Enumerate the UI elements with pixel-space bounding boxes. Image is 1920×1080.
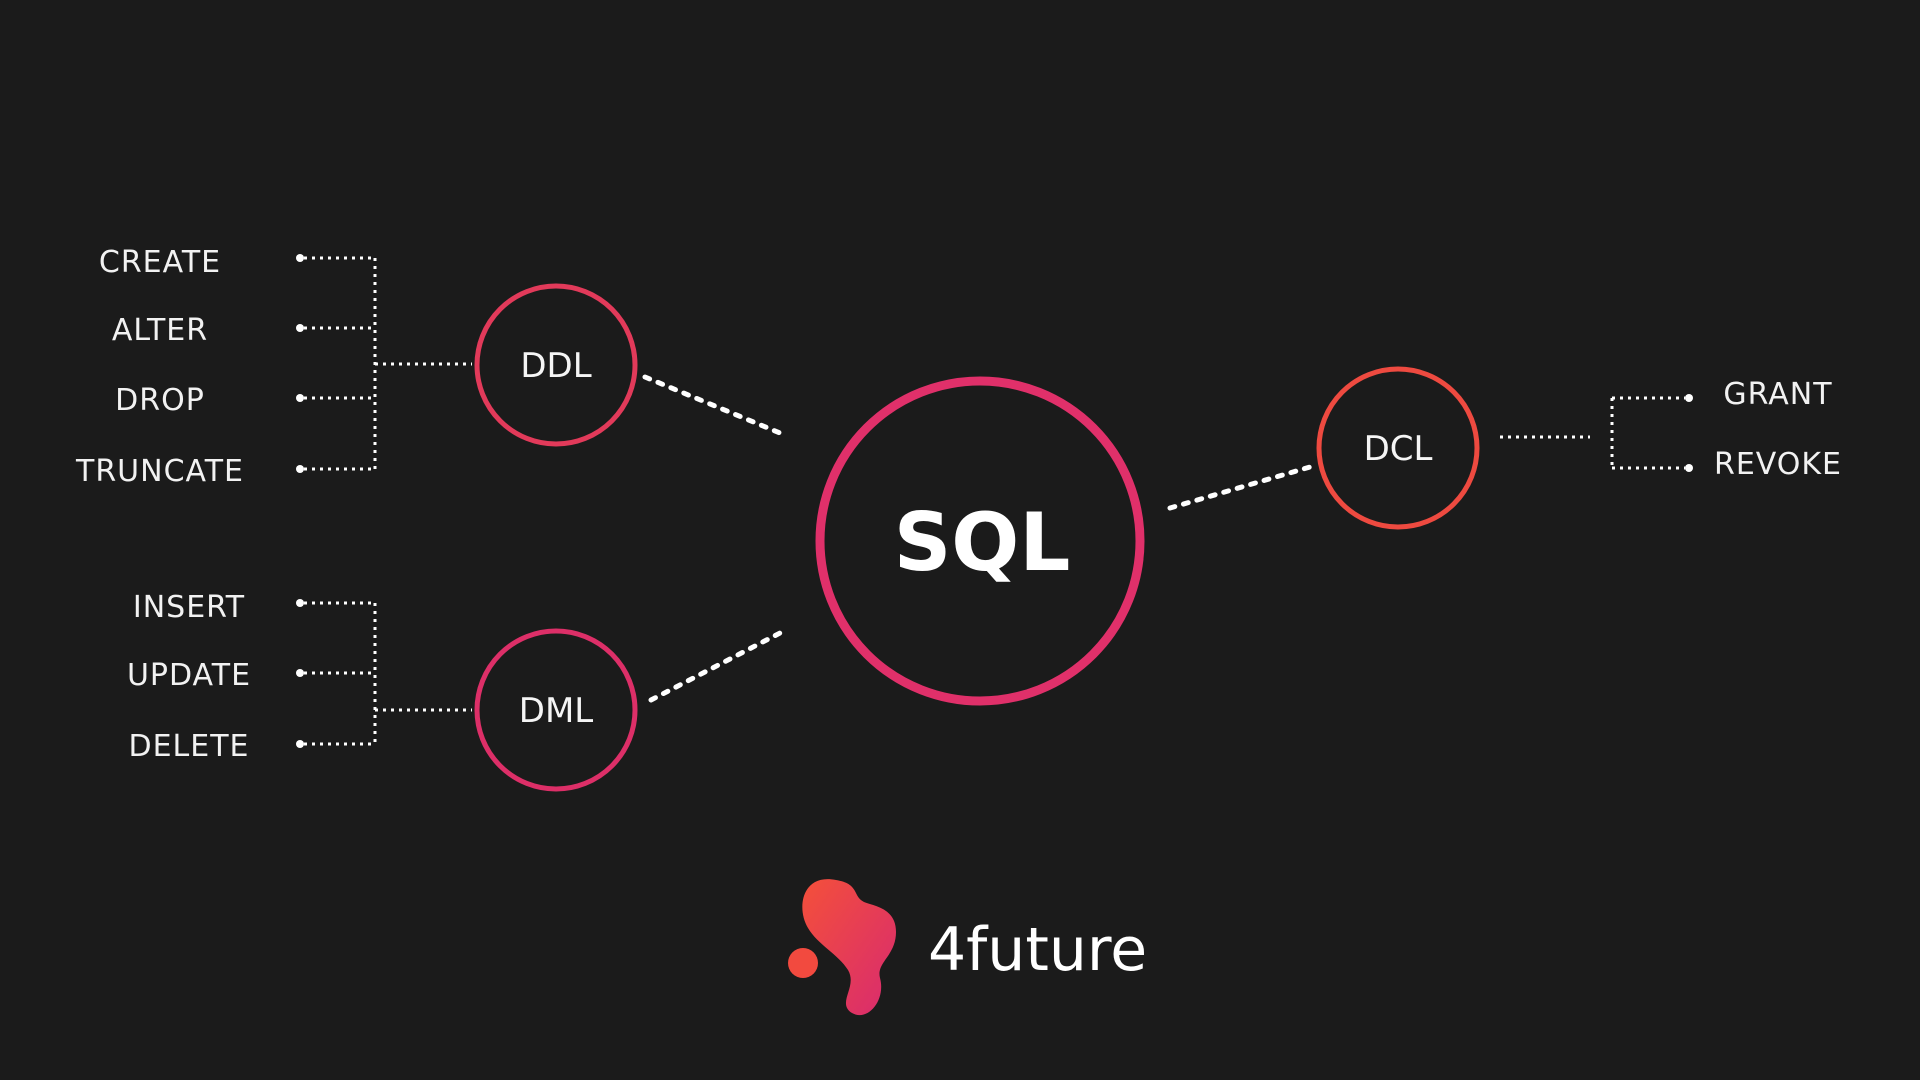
dml-node-label: DML	[519, 691, 594, 731]
dml-command-update: UPDATE	[127, 658, 251, 693]
sql-center: SQL	[815, 376, 1145, 706]
dml-command-insert: INSERT	[133, 590, 245, 625]
ddl-command-drop: DROP	[115, 383, 205, 418]
ddl-node-label: DDL	[520, 346, 591, 386]
blob-logo-icon	[788, 879, 896, 1016]
sql-to-dcl-link	[1167, 464, 1313, 511]
sql-node-label: SQL	[894, 496, 1071, 589]
dml-to-sql-link	[648, 630, 783, 703]
ddl-command-create: CREATE	[99, 245, 221, 280]
dcl-node-circle	[1316, 366, 1480, 530]
dml-group: INSERT UPDATE DELETE DML	[127, 590, 783, 792]
ddl-node-circle	[474, 283, 638, 447]
ddl-command-alter: ALTER	[112, 313, 208, 348]
brand-name: 4future	[928, 915, 1147, 985]
dcl-group: DCL GRANT REVOKE	[1167, 366, 1842, 530]
dcl-node-label: DCL	[1364, 429, 1433, 469]
dml-bracket-connector	[296, 599, 472, 748]
dcl-bracket-connector	[1500, 394, 1693, 472]
ddl-to-sql-link	[642, 374, 783, 436]
dml-node-circle	[474, 628, 638, 792]
dcl-command-grant: GRANT	[1723, 377, 1832, 412]
sql-node-circle	[815, 376, 1145, 706]
ddl-command-truncate: TRUNCATE	[75, 454, 244, 489]
ddl-bracket-connector	[296, 254, 472, 473]
brand-logo: 4future	[788, 879, 1147, 1016]
dcl-command-revoke: REVOKE	[1714, 447, 1842, 482]
ddl-group: CREATE ALTER DROP TRUNCATE DDL	[75, 245, 783, 489]
dml-command-delete: DELETE	[128, 729, 249, 764]
